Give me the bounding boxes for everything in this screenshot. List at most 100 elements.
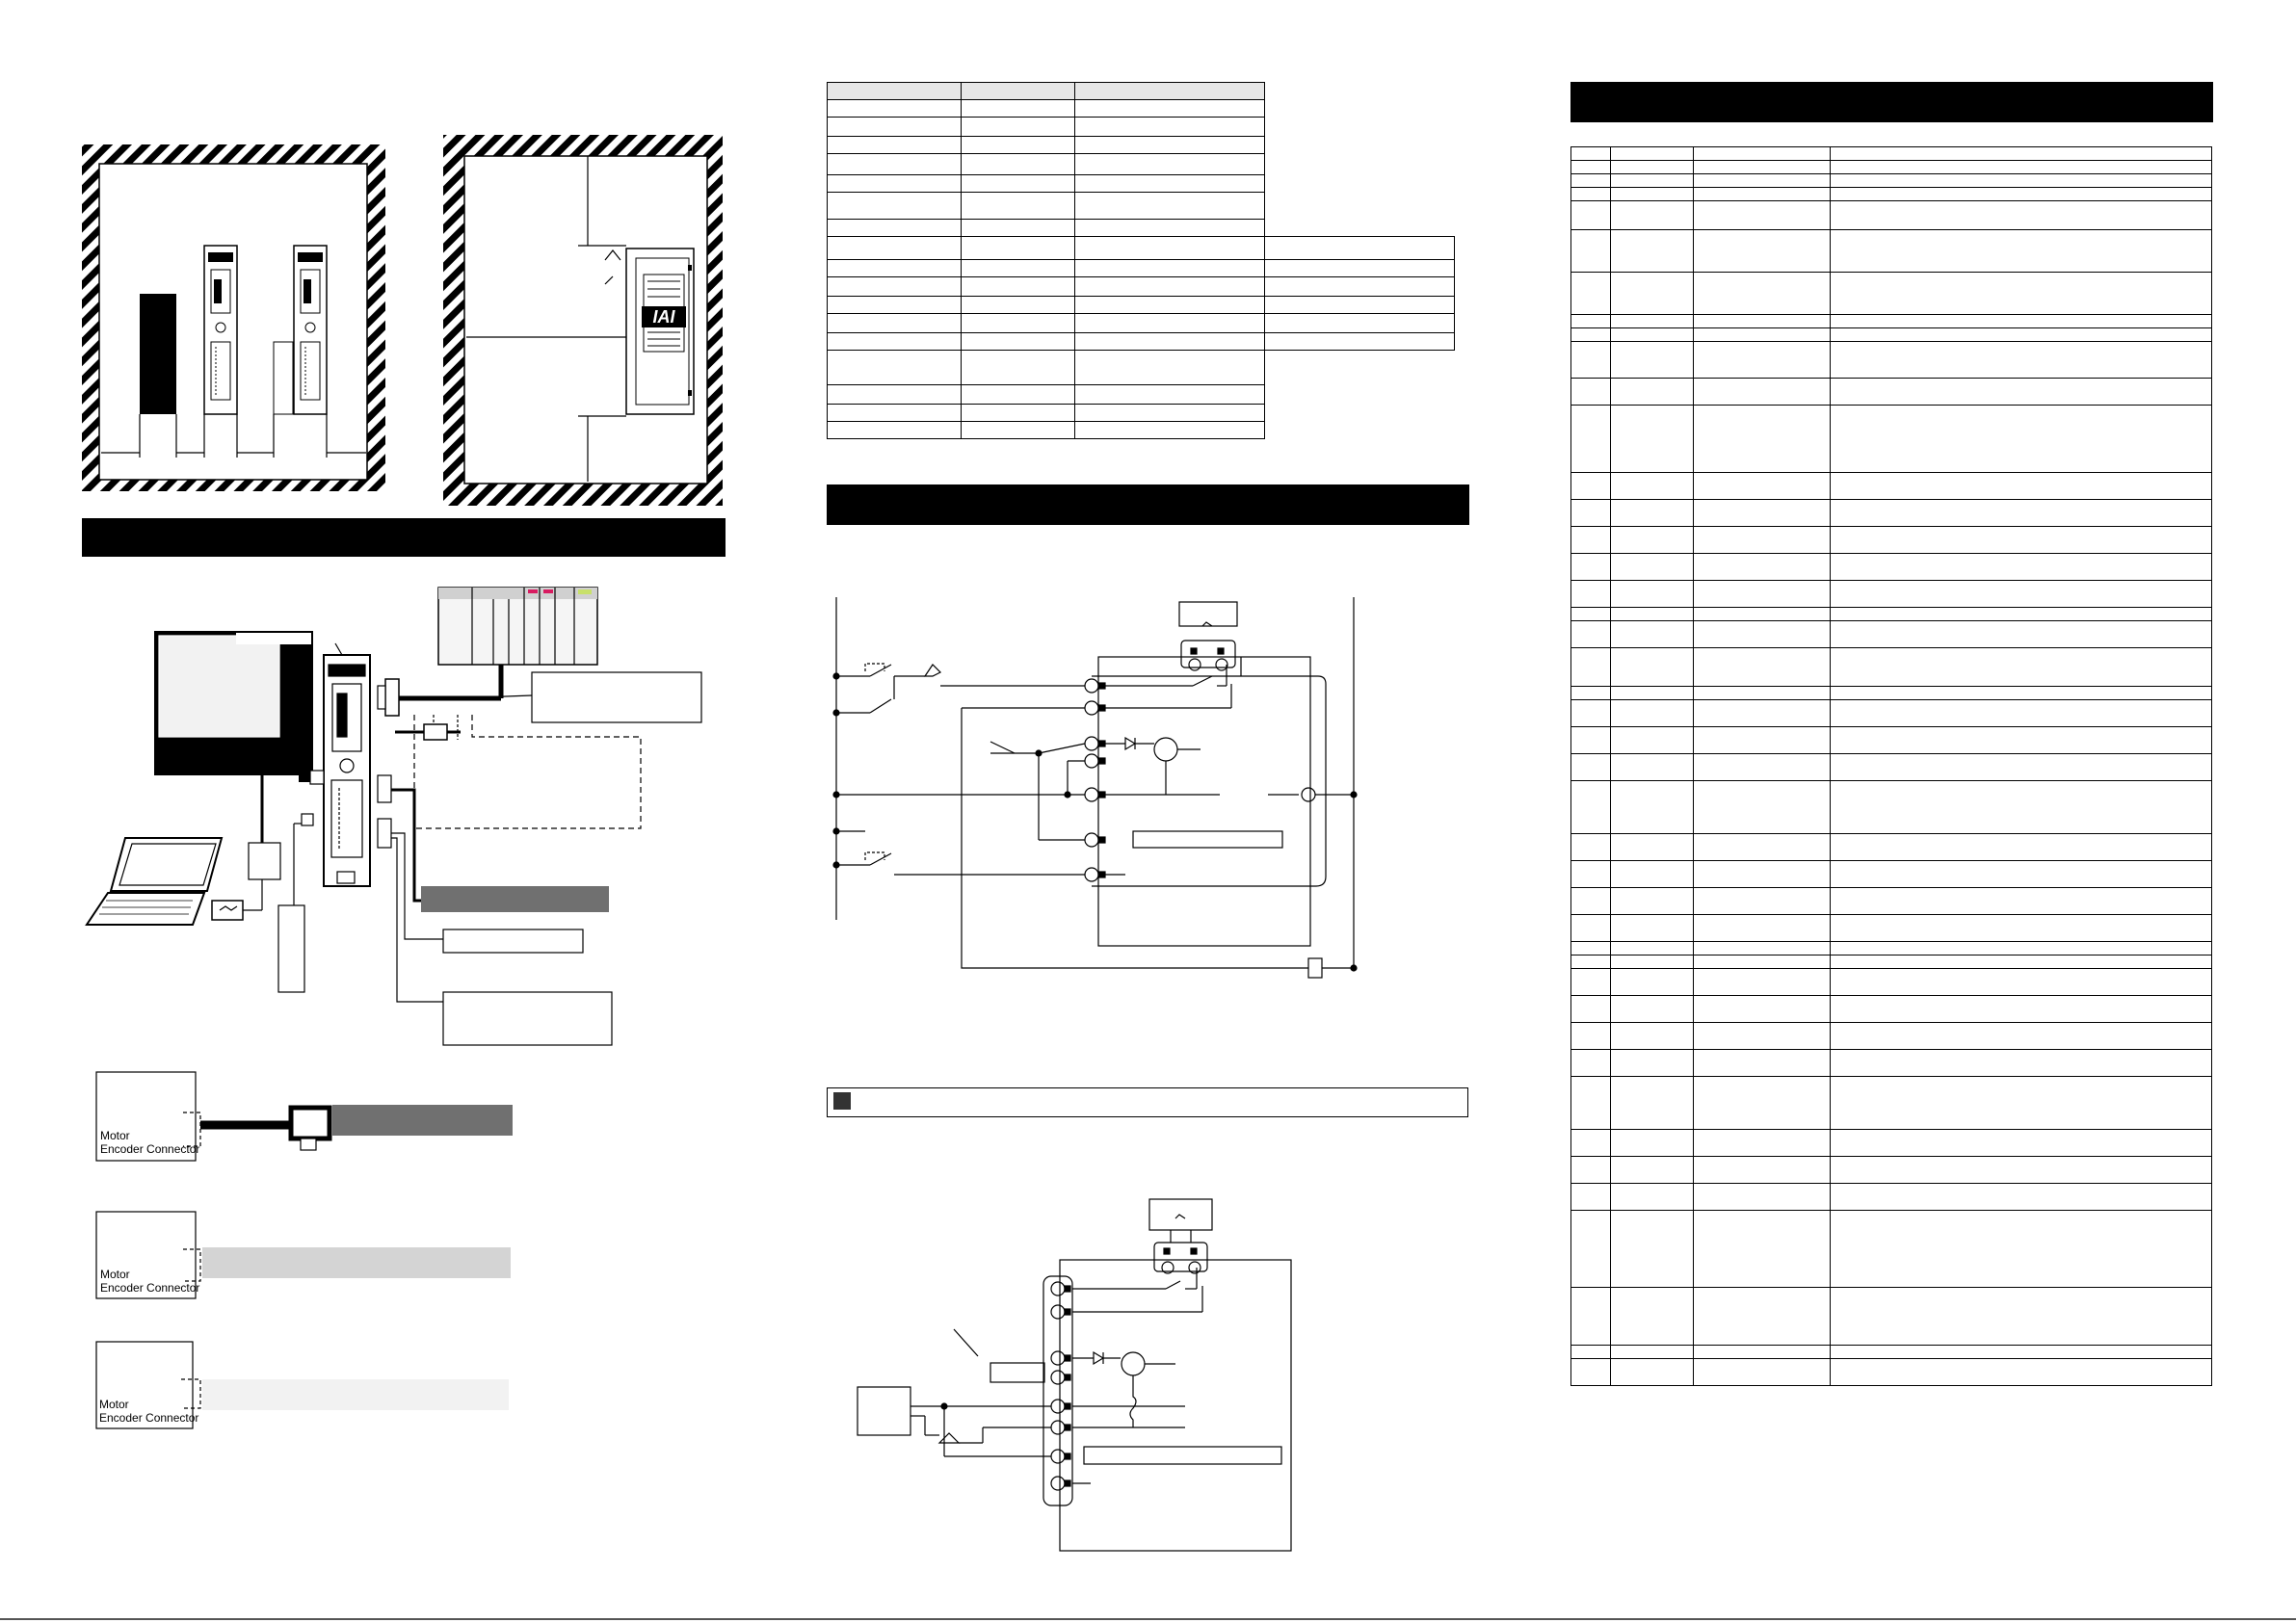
param-row bbox=[1570, 229, 2213, 273]
param-cell bbox=[1609, 995, 1695, 1023]
param-row bbox=[1570, 405, 2213, 473]
spec-cell bbox=[827, 174, 962, 193]
spec-cell bbox=[960, 136, 1076, 154]
param-cell bbox=[1570, 620, 1611, 648]
param-cell bbox=[1609, 1183, 1695, 1211]
param-cell bbox=[1693, 1358, 1831, 1386]
param-cell bbox=[1570, 995, 1611, 1023]
param-cell bbox=[1609, 146, 1695, 161]
param-cell bbox=[1570, 314, 1611, 328]
spec-row bbox=[827, 384, 1455, 405]
spec-cell bbox=[960, 82, 1076, 100]
param-cell bbox=[1693, 580, 1831, 608]
spec-cell bbox=[827, 313, 962, 333]
spec-cell bbox=[827, 404, 962, 422]
wiring-diagram-npn bbox=[832, 597, 1358, 979]
spec-cell bbox=[960, 332, 1076, 351]
param-cell bbox=[1609, 1210, 1695, 1288]
param-cell bbox=[1829, 1156, 2213, 1184]
param-cell bbox=[1829, 914, 2213, 942]
param-cell bbox=[1829, 699, 2213, 727]
spec-cell bbox=[1074, 174, 1266, 193]
param-cell bbox=[1570, 200, 1611, 230]
param-cell bbox=[1829, 686, 2213, 700]
param-cell bbox=[1829, 187, 2213, 201]
spec-cell bbox=[827, 296, 962, 314]
param-cell bbox=[1829, 580, 2213, 608]
param-cell bbox=[1609, 580, 1695, 608]
param-row bbox=[1570, 553, 2213, 581]
param-cell bbox=[1570, 187, 1611, 201]
param-row bbox=[1570, 914, 2213, 942]
param-cell bbox=[1693, 607, 1831, 621]
param-row bbox=[1570, 1183, 2213, 1211]
spec-cell bbox=[960, 153, 1076, 175]
param-row bbox=[1570, 620, 2213, 648]
param-cell bbox=[1570, 860, 1611, 888]
spec-table bbox=[827, 82, 1455, 439]
param-cell bbox=[1609, 1287, 1695, 1346]
param-cell bbox=[1829, 620, 2213, 648]
param-cell bbox=[1829, 995, 2213, 1023]
param-cell bbox=[1693, 1345, 1831, 1359]
param-cell bbox=[1609, 187, 1695, 201]
param-row bbox=[1570, 699, 2213, 727]
param-cell bbox=[1693, 1156, 1831, 1184]
spec-row bbox=[827, 404, 1455, 422]
param-cell bbox=[1609, 1049, 1695, 1077]
param-row bbox=[1570, 526, 2213, 554]
param-cell bbox=[1829, 887, 2213, 915]
param-cell bbox=[1570, 833, 1611, 861]
spec-cell bbox=[827, 384, 962, 405]
param-cell bbox=[1609, 955, 1695, 969]
spec-cell bbox=[960, 296, 1076, 314]
param-cell bbox=[1609, 272, 1695, 315]
spec-cell bbox=[1264, 332, 1455, 351]
param-cell bbox=[1609, 1358, 1695, 1386]
param-cell bbox=[1829, 472, 2213, 500]
param-row bbox=[1570, 833, 2213, 861]
spec-cell bbox=[1074, 421, 1266, 439]
param-cell bbox=[1570, 887, 1611, 915]
enclosure-side-view bbox=[82, 144, 385, 491]
param-row bbox=[1570, 378, 2213, 406]
spec-cell bbox=[960, 404, 1076, 422]
param-cell bbox=[1570, 607, 1611, 621]
plc-unit bbox=[437, 587, 598, 666]
param-cell bbox=[1570, 955, 1611, 969]
param-cell bbox=[1609, 229, 1695, 273]
spec-cell bbox=[1074, 82, 1266, 100]
param-row bbox=[1570, 1156, 2213, 1184]
spec-cell bbox=[960, 259, 1076, 277]
param-row bbox=[1570, 1129, 2213, 1157]
cable-panel-1 bbox=[95, 1071, 513, 1162]
param-cell bbox=[1609, 887, 1695, 915]
param-row bbox=[1570, 686, 2213, 700]
param-cell bbox=[1693, 160, 1831, 174]
spec-row bbox=[827, 259, 1455, 277]
param-row bbox=[1570, 146, 2213, 161]
controller-2 bbox=[293, 245, 328, 415]
param-cell bbox=[1570, 1156, 1611, 1184]
param-cell bbox=[1693, 780, 1831, 834]
param-cell bbox=[1570, 378, 1611, 406]
param-cell bbox=[1829, 1076, 2213, 1130]
spec-cell bbox=[827, 136, 962, 154]
spec-cell bbox=[827, 276, 962, 297]
param-cell bbox=[1829, 1287, 2213, 1346]
spec-cell bbox=[1074, 117, 1266, 137]
section-header-parameters bbox=[1570, 82, 2213, 122]
param-cell bbox=[1693, 1022, 1831, 1050]
param-cell bbox=[1570, 472, 1611, 500]
spec-cell bbox=[1074, 99, 1266, 118]
param-row bbox=[1570, 1210, 2213, 1288]
spec-cell bbox=[1074, 192, 1266, 220]
param-cell bbox=[1609, 160, 1695, 174]
param-cell bbox=[1829, 753, 2213, 781]
param-cell bbox=[1693, 405, 1831, 473]
param-cell bbox=[1693, 526, 1831, 554]
param-cell bbox=[1693, 1076, 1831, 1130]
param-row bbox=[1570, 607, 2213, 621]
param-cell bbox=[1829, 780, 2213, 834]
spec-cell bbox=[960, 313, 1076, 333]
